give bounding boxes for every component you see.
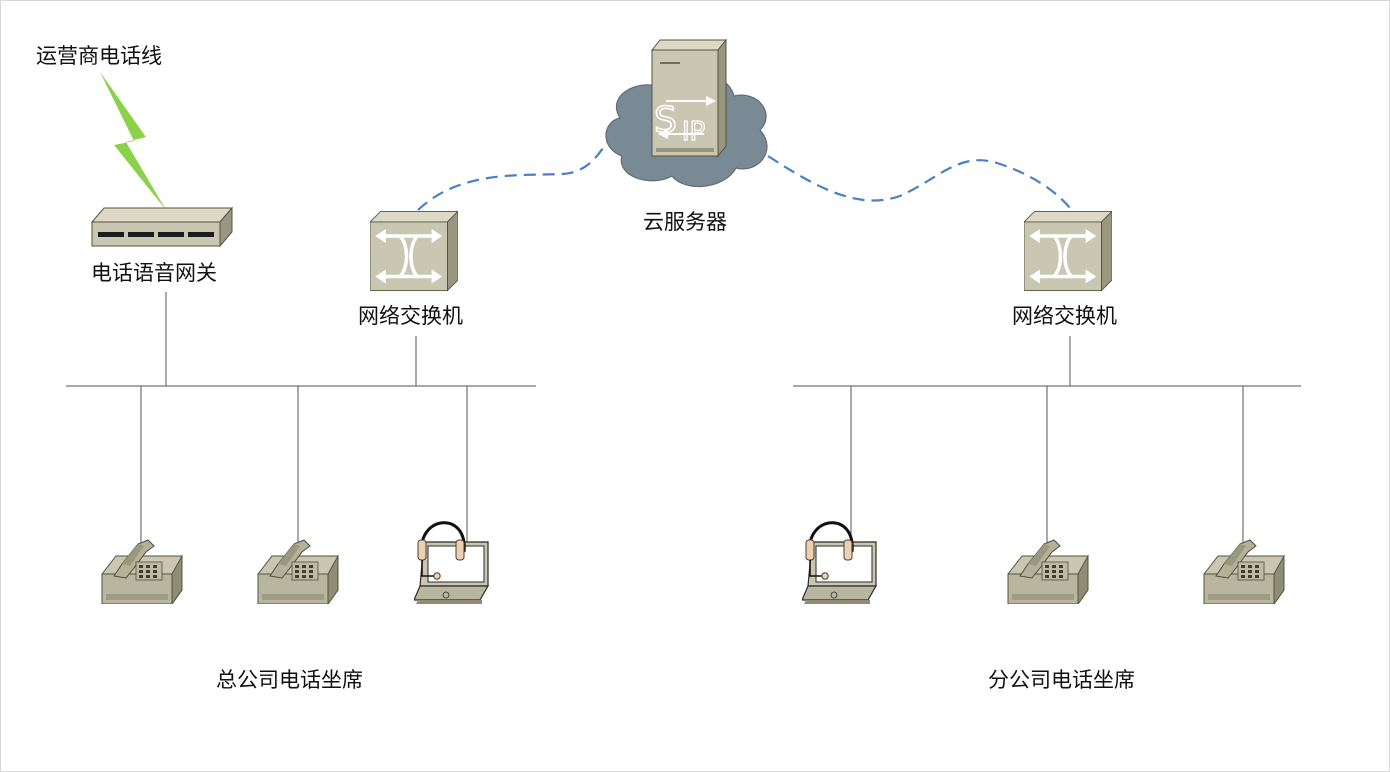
hq-desk-phone-icon (101, 539, 183, 604)
carrier-line-lightning-icon (100, 72, 166, 210)
dashed-link-branch (767, 155, 1071, 209)
sip-server-icon: S IP (650, 38, 728, 158)
switch-branch-label: 网络交换机 (1012, 304, 1117, 328)
cloud-server-label: 云服务器 (643, 210, 727, 234)
sip-ip-text: IP (682, 117, 705, 147)
switch-branch-icon (1024, 209, 1112, 293)
carrier-line-label: 运营商电话线 (36, 44, 162, 68)
hq-seats-label: 总公司电话坐席 (216, 668, 363, 692)
switch-hq-label: 网络交换机 (358, 304, 463, 328)
branch-desk-phone-icon (1007, 539, 1089, 604)
dashed-link-hq (417, 141, 609, 211)
voice-gateway-label: 电话语音网关 (91, 261, 217, 285)
branch-desk-phone-icon (1203, 539, 1285, 604)
voice-gateway-icon (90, 206, 234, 248)
hq-desk-phone-icon (257, 539, 339, 604)
sip-letter: S (654, 100, 677, 141)
branch-headset-laptop-icon (802, 521, 878, 604)
switch-hq-icon (370, 209, 458, 293)
wiring (66, 292, 1301, 548)
branch-seats-label: 分公司电话坐席 (988, 668, 1135, 692)
hq-headset-laptop-icon (414, 521, 490, 604)
